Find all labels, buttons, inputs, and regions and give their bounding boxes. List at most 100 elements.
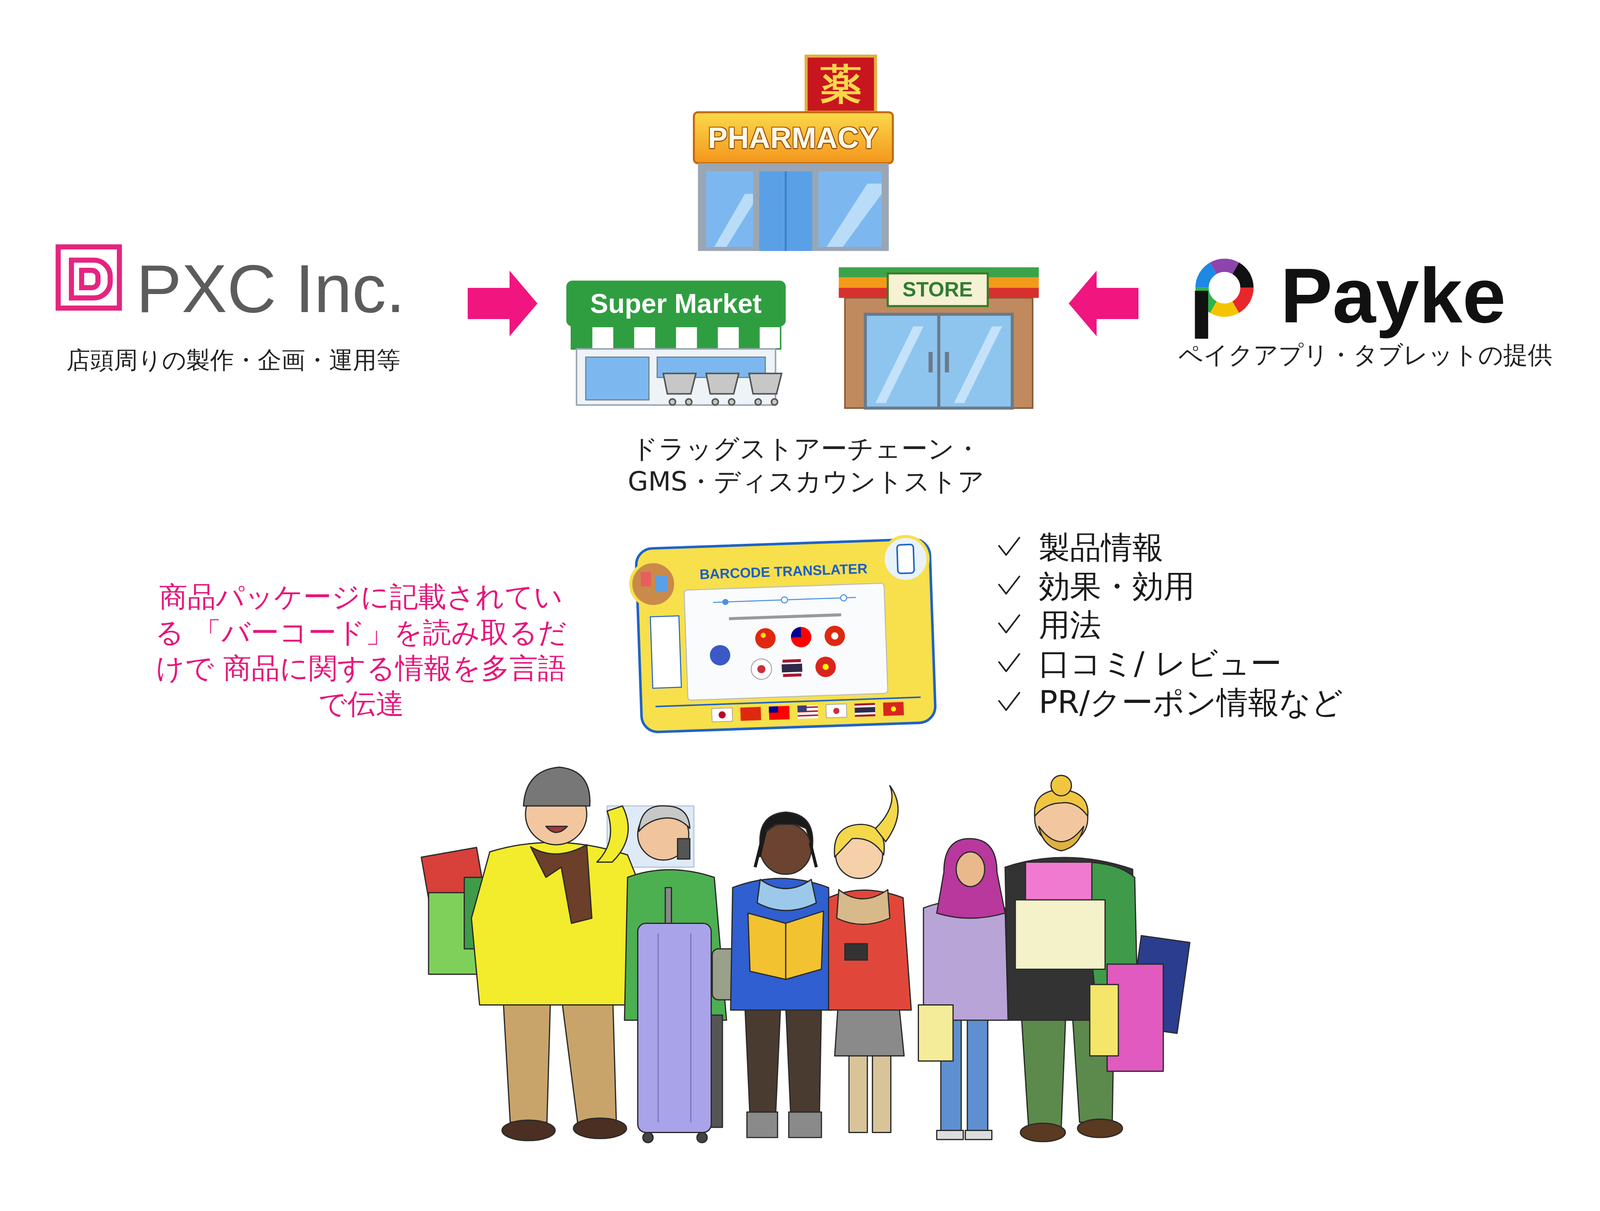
- supermarket-building: [728, 399, 735, 406]
- tourist-group: [918, 1005, 954, 1062]
- tourist-group: [836, 889, 890, 925]
- tourist-group: [1077, 1119, 1123, 1139]
- tourist-group: [657, 933, 659, 1123]
- supermarket-building: [712, 399, 719, 406]
- supermarket-store: Super Market: [537, 280, 788, 409]
- tablet-device: [781, 663, 803, 673]
- tourist-group: [1020, 1123, 1066, 1143]
- supermarket-building: [738, 326, 760, 350]
- supermarket-building: [685, 399, 692, 406]
- pxc-logo-icon: [58, 246, 120, 309]
- tourist-group: [759, 812, 813, 850]
- check-mark: [998, 537, 1020, 711]
- supermarket-building: [655, 326, 677, 350]
- supermarket-building: [771, 399, 778, 406]
- tablet-device: [882, 702, 904, 717]
- check-mark: [998, 576, 1020, 595]
- tourist-group: [936, 838, 1006, 919]
- check-mark: [998, 692, 1020, 711]
- tablet-device: [825, 704, 847, 718]
- tablet-device: [709, 644, 731, 666]
- tablet-device: [781, 657, 803, 679]
- tablet-device: [722, 598, 729, 606]
- tourist-group: [936, 1130, 964, 1140]
- tourist-group: [638, 806, 690, 832]
- supermarket-building: [566, 280, 786, 327]
- tourist-group: [573, 1118, 627, 1140]
- supermarket-building: [663, 373, 782, 406]
- callout-text: 商品パッケージに記載されている 「バーコード」を読み取るだけで 商品に関する情報…: [145, 579, 577, 723]
- tablet-device: [797, 705, 819, 720]
- payke-logo-icon: [1202, 265, 1247, 311]
- feature-item: 口コミ/ レビュー: [1038, 644, 1408, 684]
- tourist-group: [967, 1015, 988, 1133]
- tourist-group: [596, 806, 629, 863]
- tablet-device: [790, 627, 802, 638]
- tourist-group: [785, 1005, 822, 1118]
- payke-logo-icon: [1195, 265, 1248, 339]
- tourist-group: [757, 879, 817, 911]
- pharmacy-sign: 薬: [806, 56, 876, 113]
- tourist-group: [875, 786, 899, 843]
- company-name: PXC Inc.: [136, 247, 457, 330]
- company-block: PXC Inc.店頭周りの製作・企画・運用等: [41, 229, 468, 378]
- tourist-group: [788, 1112, 822, 1139]
- tablet-device: [655, 575, 668, 593]
- supermarket-building: [697, 326, 718, 350]
- tablet-device: [650, 616, 682, 689]
- tourist-group: [755, 832, 817, 868]
- store-sign: STORE: [887, 273, 988, 307]
- company-block: Payke ペイクアプリ・タブレットの提供: [1138, 233, 1556, 374]
- tablet-device: [781, 596, 788, 604]
- convenience-store-building: [838, 267, 1040, 409]
- tablet-device: BARCODE TRANSLATER: [634, 535, 938, 735]
- check-mark: [998, 537, 1020, 556]
- pharmacy-building: [697, 163, 889, 252]
- supermarket-sign: Super Market: [566, 280, 786, 327]
- supermarket-building: [585, 357, 650, 400]
- pharmacy-building: [818, 171, 882, 247]
- role-caption: ペイクアプリ・タブレットの提供: [1178, 340, 1554, 370]
- convenience-store-building: [865, 314, 1013, 409]
- tablet-device: [896, 544, 915, 574]
- tourist-group: [785, 923, 787, 980]
- tourist-group: [1015, 900, 1106, 970]
- pharmacy-building: [706, 171, 753, 247]
- supermarket-building: [571, 326, 593, 350]
- company-name: Payke: [1280, 256, 1543, 335]
- feature-item: 効果・効用: [1038, 567, 1408, 606]
- tablet-device: [768, 706, 779, 714]
- tourist-group: [745, 1005, 781, 1118]
- supermarket-building: [571, 326, 781, 350]
- tourist-group: [1051, 775, 1072, 797]
- pharmacy-awning-text: PHARMACY: [693, 112, 893, 164]
- pharmacy-building: [826, 183, 882, 247]
- tourist-group: [637, 923, 712, 1133]
- convenience-store-building: [954, 326, 1003, 404]
- tablet-title: BARCODE TRANSLATER: [692, 557, 874, 585]
- feature-item: PR/クーポン情報など: [1038, 683, 1408, 723]
- tablet-device: [757, 665, 766, 674]
- tourist-group: [844, 944, 868, 961]
- pharmacy-building: [759, 171, 813, 252]
- tablet-device: [882, 535, 929, 583]
- supermarket-building: [613, 326, 635, 350]
- tourist-group: [546, 826, 568, 833]
- tourist-group: [956, 852, 986, 887]
- feature-item: 製品情報: [1038, 528, 1408, 567]
- pharmacy-building: [693, 112, 893, 164]
- pharmacy-store: 薬PHARMACY: [689, 53, 899, 251]
- tablet-device: [854, 707, 876, 714]
- tablet-device: [754, 628, 776, 650]
- supermarket-building: [576, 349, 776, 406]
- tablet-device: [833, 708, 840, 715]
- payke-logo-icon: [1202, 265, 1247, 311]
- tablet-device: [740, 707, 762, 722]
- supermarket-building: [706, 373, 739, 395]
- tablet-device: [790, 626, 812, 648]
- tourist-group: [1089, 985, 1119, 1057]
- supermarket-building: [749, 373, 782, 395]
- check-mark: [998, 615, 1020, 633]
- tourist-group: [677, 838, 691, 860]
